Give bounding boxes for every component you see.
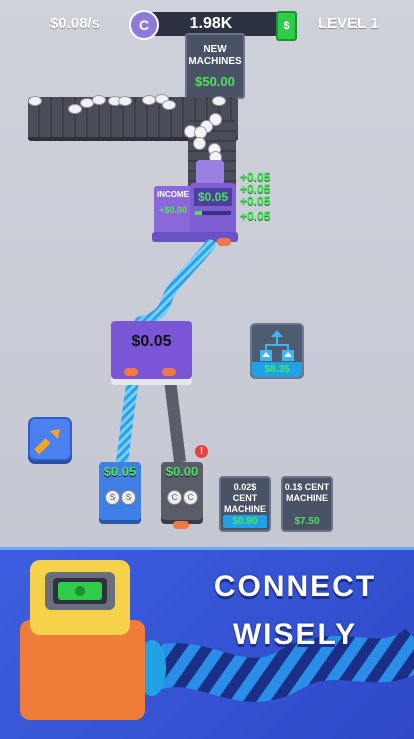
game-field: $0.08/s 1.98K C $ LEVEL 1 NEW MACHINES $… (0, 0, 414, 547)
coin-icon: C (129, 10, 159, 40)
income-popup: +0.05 (240, 194, 271, 208)
upgrade-button[interactable]: $8.35 (250, 323, 304, 379)
slot-port (173, 521, 189, 529)
banner-line-2: WISELY (232, 618, 358, 651)
coin-amount: 1.98K (189, 15, 233, 32)
promo-machine-illustration (20, 560, 414, 720)
new-machines-label: NEW MACHINES (188, 44, 242, 67)
shop-card-label: 0.02$ CENT MACHINE (224, 482, 266, 514)
new-machines-price: $50.00 (195, 74, 235, 89)
income-panel: INCOME +$0.00 (154, 186, 192, 234)
coin-icon (68, 104, 82, 114)
output-port (217, 238, 231, 246)
hud: $0.08/s 1.98K C $ LEVEL 1 (0, 0, 414, 46)
promo-tube (141, 627, 414, 702)
coin-counter: 1.98K (133, 12, 289, 36)
coin-icon: S (105, 490, 120, 505)
tube-top[interactable] (134, 239, 216, 328)
coin-icon (162, 100, 176, 110)
center-machine-value: $0.05 (131, 333, 172, 350)
belt-right (164, 379, 186, 463)
income-popup: +0.05 (240, 182, 271, 196)
coin-icon (92, 95, 106, 105)
new-machines-button[interactable]: NEW MACHINES $50.00 (185, 33, 245, 99)
banner-line-1: CONNECT (213, 570, 377, 603)
center-port-right (162, 368, 176, 376)
tube-connections (116, 239, 216, 468)
coin-icon: S (121, 490, 136, 505)
slot-value: $0.00 (165, 464, 199, 479)
upgrade-price: $8.35 (252, 362, 302, 377)
shop-card-price: $0.90 (223, 515, 267, 528)
press-top (196, 160, 224, 185)
tube-left[interactable] (116, 374, 139, 468)
shop-card-label: 0.1$ CENT MACHINE (284, 482, 330, 503)
coin-icon (193, 137, 206, 150)
income-popup: +0.05 (240, 170, 271, 184)
income-value: +$0.00 (159, 205, 187, 215)
progress-bar (195, 211, 231, 215)
machine-slot[interactable]: $0.05 S S (99, 462, 141, 520)
center-port-left (124, 368, 138, 376)
progress-fill (195, 211, 203, 215)
machine-slot[interactable]: $0.00 C C (161, 462, 203, 520)
coin-icon: C (183, 490, 198, 505)
shop-card-price: $7.50 (294, 516, 320, 527)
coin-icon (212, 96, 226, 106)
coin-icon (28, 96, 42, 106)
shop-card-cent-machine[interactable]: 0.1$ CENT MACHINE $7.50 (281, 476, 333, 532)
coin-icon: C (167, 490, 182, 505)
alert-icon: ! (195, 445, 208, 458)
top-machine[interactable]: $0.05 (190, 183, 236, 235)
promo-banner: CONNECT WISELY (0, 547, 414, 739)
income-label: INCOME (157, 190, 189, 199)
cash-icon[interactable]: $ (276, 11, 297, 41)
slot-value: $0.05 (103, 464, 137, 479)
income-popup: +0.05 (240, 209, 271, 223)
level-label: LEVEL 1 (318, 15, 379, 32)
shop-card-cent-machine[interactable]: 0.02$ CENT MACHINE $0.90 (219, 476, 271, 532)
merge-upgrade-icon (260, 330, 294, 361)
center-machine[interactable]: $0.05 (111, 321, 192, 379)
move-arrow-button[interactable] (28, 417, 72, 461)
top-machine-value: $0.05 (194, 188, 232, 206)
income-rate: $0.08/s (50, 15, 101, 32)
machine-base (152, 232, 238, 242)
arrow-up-right-icon (34, 429, 60, 455)
coin-icon (118, 96, 132, 106)
